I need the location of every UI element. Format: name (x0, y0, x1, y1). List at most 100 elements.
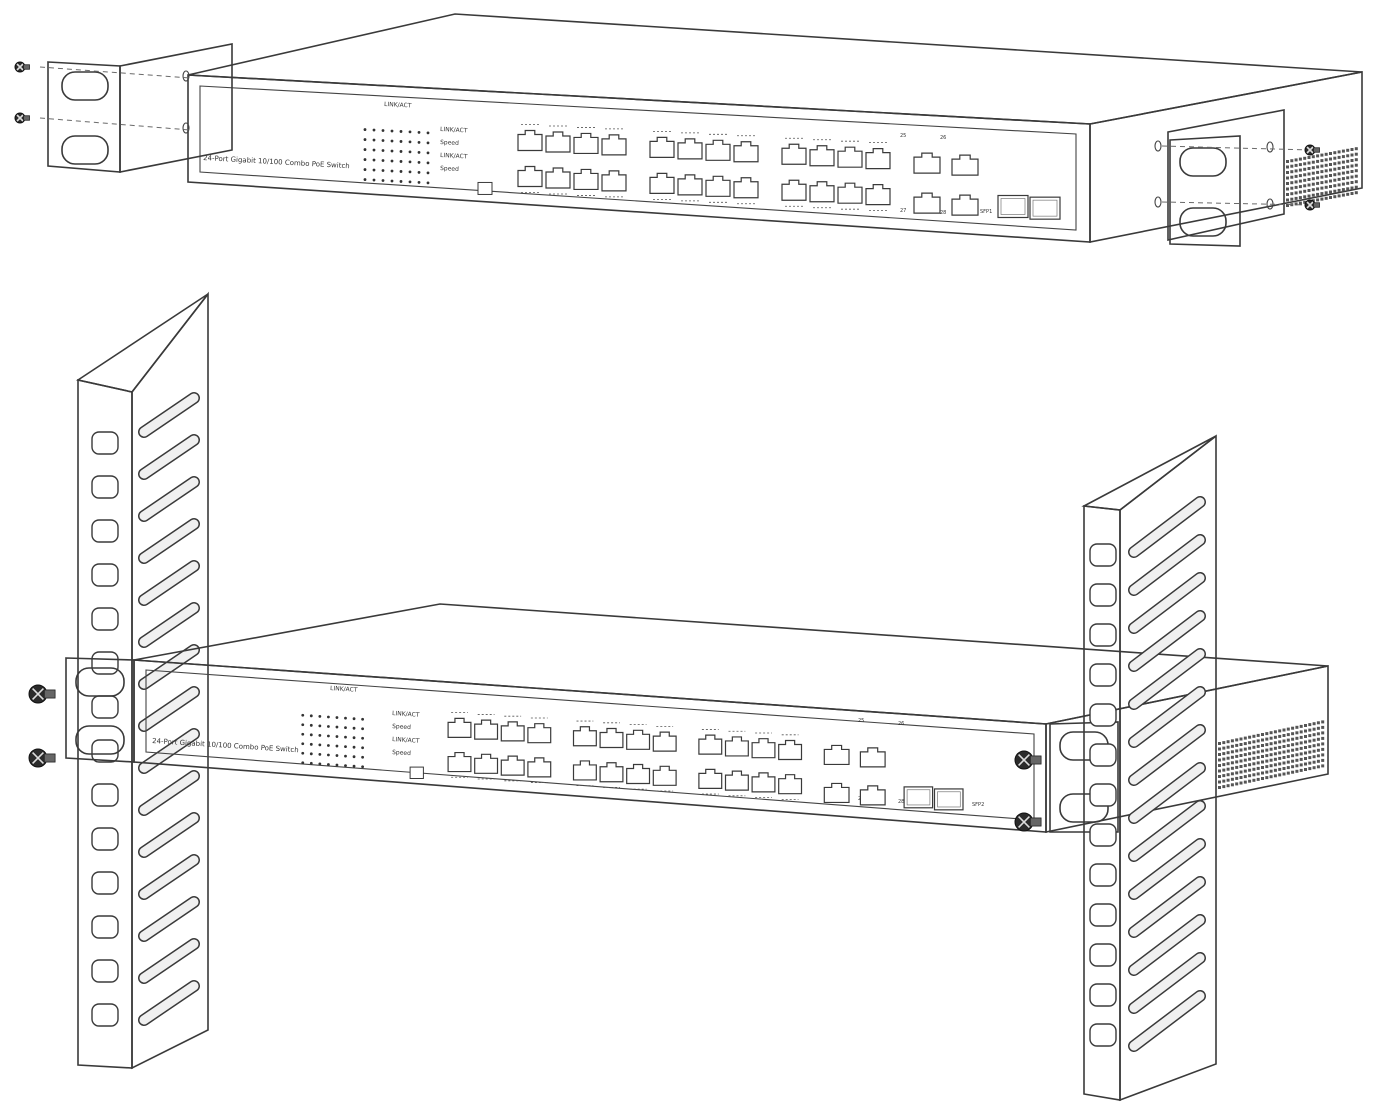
rj45-port (781, 179, 807, 201)
vent-hole (1290, 159, 1294, 163)
status-led (344, 716, 347, 720)
led-label-1: LINK/ACT (392, 710, 420, 719)
vent-hole (1248, 779, 1252, 783)
rail-slot-inner (139, 687, 199, 731)
vent-hole (1261, 777, 1264, 780)
rack-rail-left-slots (138, 392, 200, 1026)
vent-hole (1321, 747, 1325, 751)
rack-hole (1089, 863, 1117, 887)
vent-hole (1350, 186, 1354, 190)
vent-hole (1286, 766, 1290, 770)
vent-hole (1282, 728, 1286, 732)
rj45-port (474, 753, 499, 774)
stage-attach-brackets: 24-Port Gigabit 10/100 Combo PoE Switch … (14, 13, 1363, 247)
vent-hole (1311, 155, 1315, 159)
rj45-port (951, 154, 979, 176)
vent-hole (1290, 197, 1294, 201)
vent-hole (1329, 190, 1332, 194)
vent-hole (1312, 727, 1316, 731)
vent-hole (1307, 178, 1311, 181)
rack-hole (91, 959, 119, 983)
rj45-port (447, 717, 472, 738)
rack-rail-right-slots (1128, 496, 1206, 1052)
rack-hole (91, 915, 119, 939)
rail-slot-inner (1129, 801, 1205, 861)
vent-hole (1320, 192, 1324, 196)
vent-hole (1298, 190, 1302, 194)
screw-icon (14, 61, 30, 73)
rj45-port (837, 146, 863, 168)
vent-hole (1324, 191, 1328, 195)
led-label-4: Speed (440, 165, 459, 173)
rack-hole (91, 1003, 119, 1027)
vent-hole (1252, 756, 1256, 760)
rack-hole (91, 783, 119, 807)
vent-hole (1299, 763, 1303, 767)
switch-chassis-bottom (133, 603, 1329, 833)
rail-slot-inner (139, 771, 199, 815)
vent-hole (1278, 751, 1282, 755)
vent-hole (1354, 169, 1358, 173)
status-led (399, 130, 403, 133)
vent-hole (1341, 160, 1345, 164)
vent-hole (1222, 741, 1226, 745)
vent-hole (1295, 764, 1299, 768)
screw-slot (32, 752, 44, 764)
vent-hole (1256, 744, 1260, 748)
vent-hole (1311, 188, 1315, 192)
vent-hole (1316, 198, 1320, 202)
vent-hole (1261, 749, 1264, 753)
vent-hole (1341, 188, 1345, 192)
bracket-left-arm (119, 43, 233, 173)
rack-rail-left (75, 291, 209, 1070)
led-label-2: Speed (440, 139, 459, 147)
vent-hole (1316, 737, 1320, 741)
vent-hole (1239, 776, 1243, 779)
vent-hole (1235, 771, 1239, 775)
vent-hole (1243, 769, 1247, 773)
vent-hole (1307, 183, 1311, 187)
status-led (408, 170, 412, 174)
reset-button (409, 766, 424, 779)
vent-hole (1265, 754, 1269, 758)
vent-hole (1239, 765, 1243, 768)
vent-hole (1261, 771, 1264, 775)
status-led (417, 150, 421, 154)
vent-hole (1346, 176, 1350, 180)
led-label-4: Speed (392, 749, 411, 757)
status-led (372, 158, 376, 162)
vent-hole (1333, 173, 1337, 177)
screw-shaft (43, 753, 56, 763)
status-led (327, 753, 330, 757)
vent-hole (1286, 187, 1289, 191)
vent-hole (1226, 762, 1230, 766)
vent-hole (1324, 152, 1328, 156)
vent-hole (1308, 728, 1312, 732)
side-vent-grille (1218, 720, 1325, 789)
vent-hole (1278, 756, 1282, 760)
vent-hole (1303, 167, 1307, 171)
vent-hole (1341, 171, 1345, 175)
vent-hole (1294, 174, 1298, 178)
screw-shaft (23, 115, 30, 121)
vent-hole (1248, 774, 1252, 778)
vent-hole (1304, 729, 1307, 733)
rj45-port (705, 139, 731, 161)
vent-hole (1329, 174, 1332, 177)
status-led (301, 751, 305, 755)
vent-hole (1261, 744, 1264, 747)
vent-hole (1337, 177, 1341, 181)
vent-hole (1308, 756, 1312, 760)
status-led (301, 713, 305, 717)
vent-hole (1256, 777, 1260, 781)
vent-hole (1230, 739, 1234, 743)
status-led (301, 761, 305, 765)
screw-shaft (1313, 147, 1320, 153)
vent-hole (1321, 753, 1325, 757)
bracket-right-screw-hole-1 (1266, 141, 1274, 153)
chassis-screw-hole (1154, 196, 1162, 208)
rj45-port (705, 175, 731, 197)
vent-hole (1265, 765, 1269, 769)
vent-hole (1320, 170, 1324, 174)
vent-hole (1321, 720, 1325, 724)
